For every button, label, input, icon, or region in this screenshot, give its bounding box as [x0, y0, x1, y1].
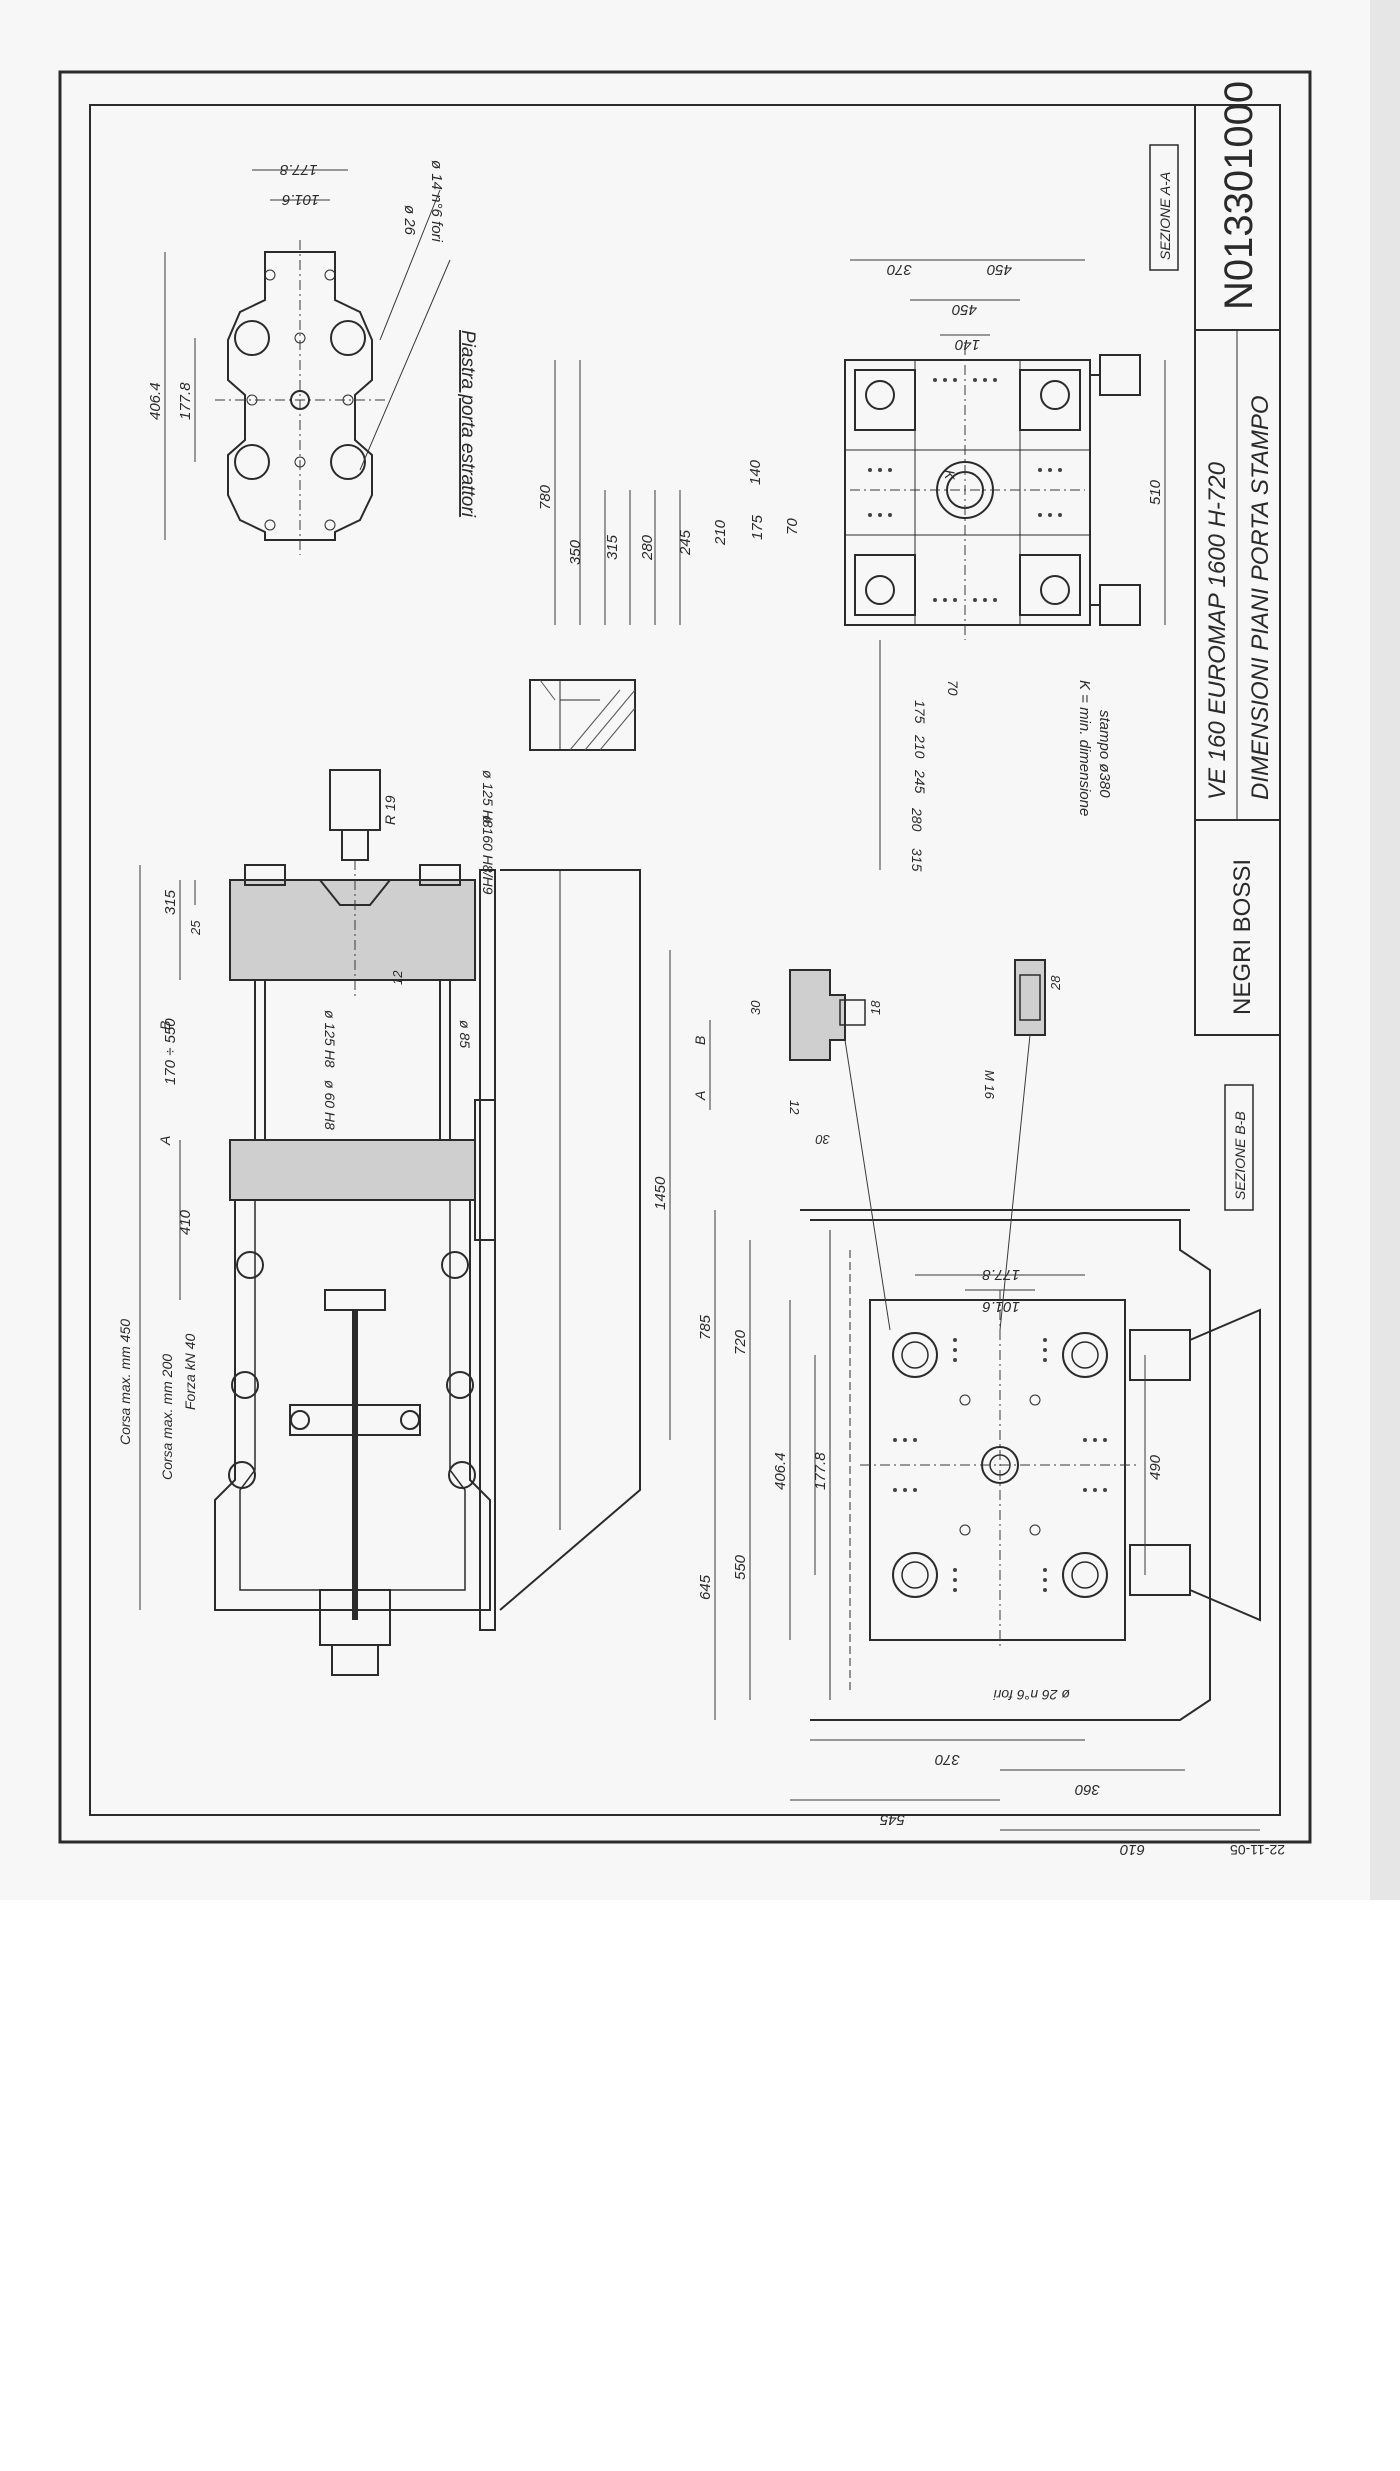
side-dim-410: 410	[177, 1209, 194, 1235]
side-dim-1450: 1450	[652, 1176, 669, 1210]
drawing-date: 22-11-05	[1230, 1842, 1285, 1858]
aa-dim-245: 245	[677, 529, 694, 556]
side-dim-d160: ø 160 H8/H9	[480, 815, 496, 895]
aa-k-note-2: stampo ø380	[1096, 710, 1113, 798]
aa-dim-b245: 245	[912, 769, 928, 794]
aa-dim-450a: 450	[986, 261, 1012, 278]
bb-dim-360: 360	[1074, 1781, 1100, 1798]
drawing-number: N013301000	[1217, 81, 1261, 310]
bb-dim-1016: 101.6	[982, 1298, 1020, 1315]
slot-dim-m16: M 16	[982, 1070, 997, 1100]
slot-dim-28: 28	[1048, 975, 1063, 991]
side-dim-d125: ø 125 H8	[480, 770, 496, 828]
section-aa-view: 780 350 315 280 245 210 175 140 70 370 4…	[537, 144, 1179, 872]
ep-dim-1016: 101.6	[281, 191, 319, 208]
bb-dim-610: 610	[1119, 1841, 1145, 1858]
side-dim-25: 25	[188, 920, 203, 936]
side-dim-170-550: 170 ÷ 550	[162, 1018, 179, 1085]
aa-dim-280: 280	[639, 534, 656, 561]
bb-dim-1778: 177.8	[812, 1452, 829, 1490]
slot-dim-30: 30	[748, 1000, 763, 1015]
aa-dim-450b: 450	[951, 301, 977, 318]
aa-dim-210: 210	[712, 519, 729, 546]
section-aa-label: SEZIONE A-A	[1157, 172, 1173, 260]
side-dim-d85: ø 85	[457, 1020, 473, 1048]
aa-k-letter: K	[942, 470, 958, 480]
side-dim-d60: ø 60 H8	[322, 1080, 338, 1130]
ep-dim-m14: ø 14 n°6 fori	[428, 160, 445, 243]
outer-frame	[58, 70, 1312, 1844]
machine-side-view: 315 25 170 ÷ 550 410 Corsa max. mm 450 C…	[117, 769, 671, 1676]
slot-dim-18: 18	[868, 1000, 883, 1015]
aa-dim-b70: 70	[945, 680, 961, 696]
slot-details: 30 18 12 30 M 16 28	[748, 959, 1063, 1331]
aa-dim-140: 140	[747, 459, 764, 485]
bb-dim-720: 720	[732, 1329, 749, 1355]
bb-dim-490: 490	[1147, 1454, 1164, 1480]
slot-dim-30b: 30	[815, 1132, 830, 1147]
side-dim-r19: R 19	[382, 795, 398, 825]
section-aa-platen	[844, 359, 1091, 626]
section-bb-label-box	[1224, 1084, 1254, 1211]
aa-dim-70: 70	[784, 518, 801, 535]
sheet-background	[0, 0, 1400, 1900]
platen-detail	[529, 679, 636, 751]
ep-dim-1778-h: 177.8	[279, 161, 317, 178]
aa-dim-b315: 315	[909, 848, 925, 872]
bb-dim-4064: 406.4	[772, 1452, 789, 1490]
bb-dim-645: 645	[697, 1574, 714, 1600]
section-bb-view: 785 720 645 550 406.4 177.8 177.8 101.6 …	[692, 1020, 1261, 1858]
ep-dim-4064: 406.4	[147, 382, 164, 420]
aa-dim-b175: 175	[912, 700, 928, 724]
side-dim-12: 12	[390, 970, 405, 985]
section-bb-label: SEZIONE B-B	[1232, 1111, 1248, 1200]
ep-dim-d26: ø 26	[401, 205, 418, 236]
aa-dim-370: 370	[886, 261, 912, 278]
bb-dim-d26: ø 26 n°6 fori	[993, 1687, 1070, 1703]
section-bb-platen	[869, 1299, 1126, 1641]
aa-dim-140b: 140	[954, 336, 980, 353]
aa-dim-315: 315	[604, 534, 621, 560]
moving-platen	[229, 1139, 476, 1201]
side-section-b: B	[157, 1021, 173, 1030]
sheet-shadow	[1370, 0, 1400, 1900]
side-dim-315: 315	[162, 889, 179, 915]
bb-dim-1778-top: 177.8	[982, 1266, 1020, 1283]
side-ejector-stroke: Corsa max. mm 200	[159, 1354, 175, 1480]
bb-section-b: B	[692, 1036, 708, 1045]
aa-dim-510: 510	[1147, 479, 1164, 505]
ejector-plate-outline	[227, 251, 373, 541]
aa-dim-780: 780	[537, 484, 554, 510]
ejector-plate-view: 406.4 177.8 177.8 101.6 ø 26 ø 14 n°6 fo…	[147, 160, 478, 555]
bb-dim-550: 550	[732, 1554, 749, 1580]
side-dim-d125b: ø 125 H8	[322, 1010, 338, 1068]
side-ejector-force: Forza kN 40	[182, 1334, 198, 1410]
aa-dim-b210: 210	[912, 734, 928, 759]
aa-k-note-1: K = min. dimensione	[1076, 680, 1093, 816]
aa-dim-350: 350	[567, 539, 584, 565]
bb-dim-545: 545	[879, 1811, 905, 1828]
side-section-a: A	[157, 1136, 173, 1146]
bb-section-a: A	[692, 1091, 708, 1101]
machine-title: VE 160 EUROMAP 1600 H-720	[1204, 461, 1231, 800]
slot-dim-12: 12	[787, 1100, 802, 1115]
aa-dim-175: 175	[749, 514, 766, 540]
section-aa-label-box	[1149, 144, 1179, 271]
fixed-platen	[229, 879, 476, 981]
ejector-plate-label: Piastra porta estrattori	[457, 330, 478, 518]
bb-dim-370: 370	[934, 1751, 960, 1768]
aa-dim-b280: 280	[909, 807, 925, 832]
company-name: NEGRI BOSSI	[1229, 859, 1256, 1015]
title-block: N013301000 VE 160 EUROMAP 1600 H-720 DIM…	[1194, 81, 1285, 1858]
ep-dim-1778-v: 177.8	[177, 382, 194, 420]
drawing-description: DIMENSIONI PIANI PORTA STAMPO	[1247, 396, 1274, 801]
bb-dim-785: 785	[697, 1314, 714, 1340]
side-stroke-max: Corsa max. mm 450	[117, 1319, 133, 1445]
